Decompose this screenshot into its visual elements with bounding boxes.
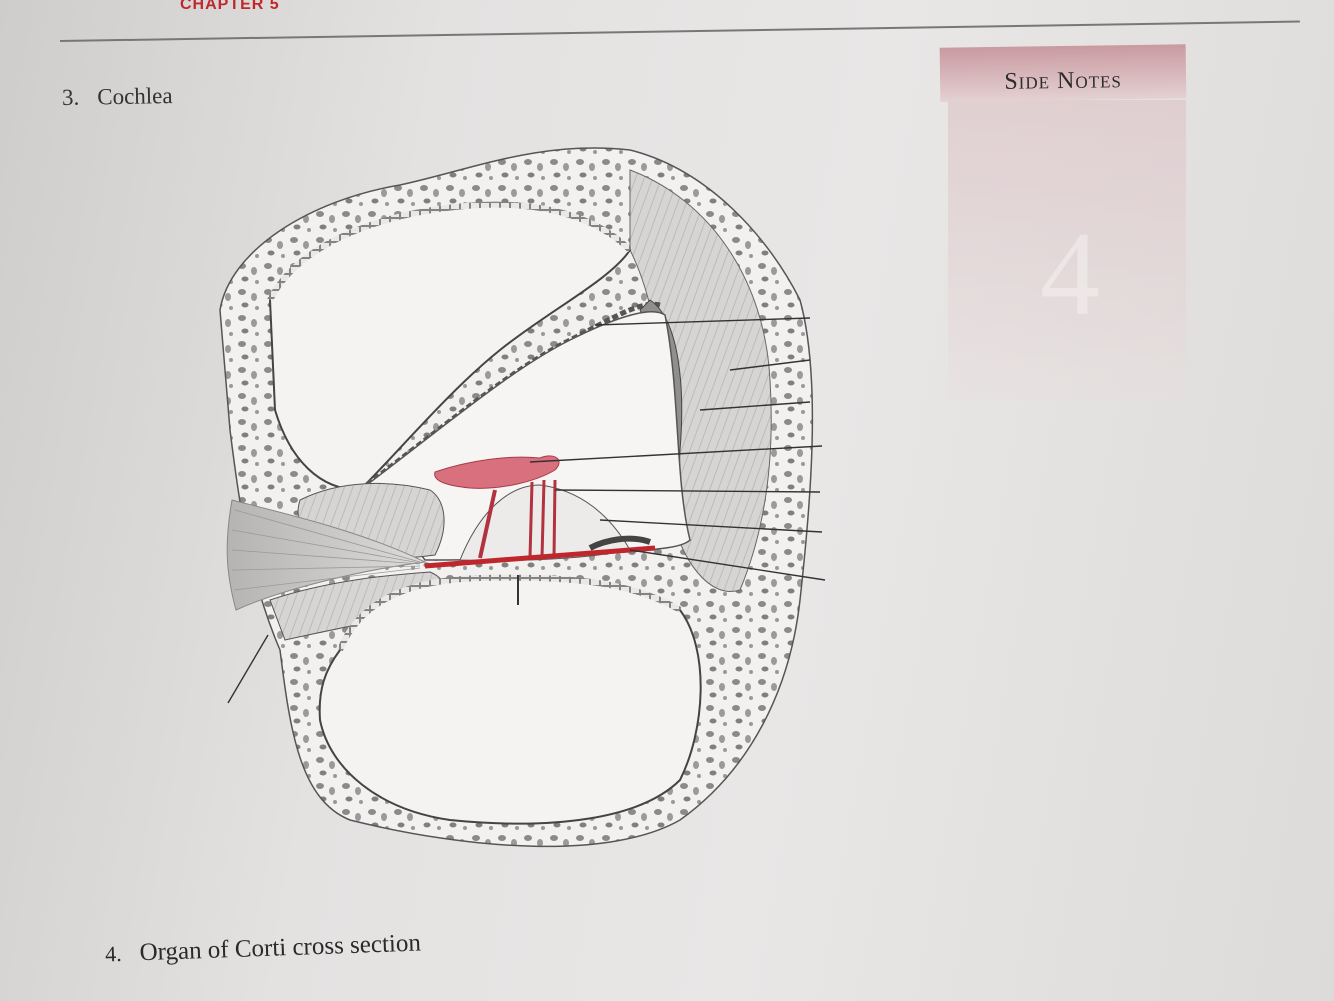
- scala-tympani: [318, 576, 702, 825]
- cochlear-nerve: [226, 499, 427, 611]
- chapter-header: CHAPTER 5: [180, 0, 280, 10]
- header-rule: [60, 20, 1300, 42]
- tectorial-membrane: [434, 455, 560, 489]
- section-4-title: Organ of Corti cross section: [139, 929, 422, 967]
- section-3-number: 3.: [61, 84, 80, 110]
- cochlear-duct: [358, 311, 691, 561]
- section-3-title: Cochlea: [97, 83, 173, 110]
- label-leaders: [227, 317, 826, 704]
- section-4-heading: 4. Organ of Corti cross section: [105, 929, 422, 968]
- side-notes-panel: 4: [948, 100, 1186, 400]
- basilar-membrane: [424, 545, 656, 569]
- cochlea-diagram: [219, 147, 826, 848]
- chapter-watermark: 4: [1040, 207, 1100, 340]
- organ-of-corti: [459, 484, 631, 561]
- section-4-number: 4.: [104, 940, 123, 967]
- section-3-heading: 3. Cochlea: [62, 83, 173, 111]
- side-notes-banner: Side Notes: [939, 44, 1187, 102]
- side-notes-title: Side Notes: [1004, 67, 1123, 95]
